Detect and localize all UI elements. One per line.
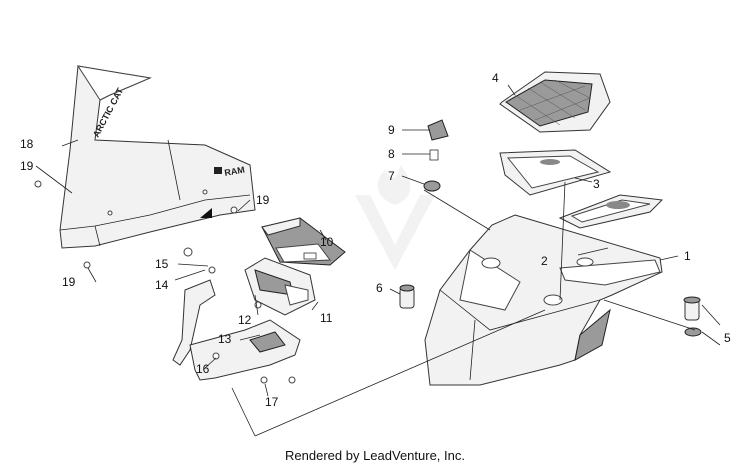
callout-19-bottom: 19 [62,275,76,289]
windshield: ARCTIC CAT RAM [59,65,256,249]
callout-11: 11 [320,311,333,325]
gauge-bracket [244,257,316,316]
callout-4: 4 [492,71,499,85]
switch-6 [399,284,415,309]
watermark [355,165,435,270]
callout-14: 14 [155,278,169,292]
arrow-icon [200,208,212,218]
callout-16: 16 [196,362,210,376]
callout-10: 10 [320,235,334,249]
leader-lines [35,84,721,437]
windshield-screws [34,180,238,269]
callout-3: 3 [593,177,600,191]
knob-assembly [423,119,449,192]
callout-1: 1 [684,249,691,263]
callout-17: 17 [265,395,279,409]
callout-8: 8 [388,147,395,161]
callout-2: 2 [541,254,548,268]
callout-15: 15 [155,257,169,271]
callout-9: 9 [388,123,395,137]
callout-13: 13 [218,332,232,346]
hood [424,214,663,386]
windshield-badge: RAM [224,165,246,178]
support-bracket [172,247,301,384]
gauge-housing [261,217,346,266]
vent-panels [499,149,664,229]
callout-7: 7 [388,169,395,183]
callout-6: 6 [376,281,383,295]
callout-12: 12 [238,313,252,327]
knob-5 [683,296,702,337]
callout-18: 18 [20,137,34,151]
callout-numbers: 18 19 19 19 4 9 8 7 3 2 1 5 6 10 11 12 1… [20,71,731,409]
callout-19-right: 19 [256,193,270,207]
footer-credit: Rendered by LeadVenture, Inc. [285,448,465,463]
vent-grille [499,71,611,133]
ram-icon [214,167,222,174]
callout-19-left: 19 [20,159,34,173]
callout-5: 5 [724,331,731,345]
